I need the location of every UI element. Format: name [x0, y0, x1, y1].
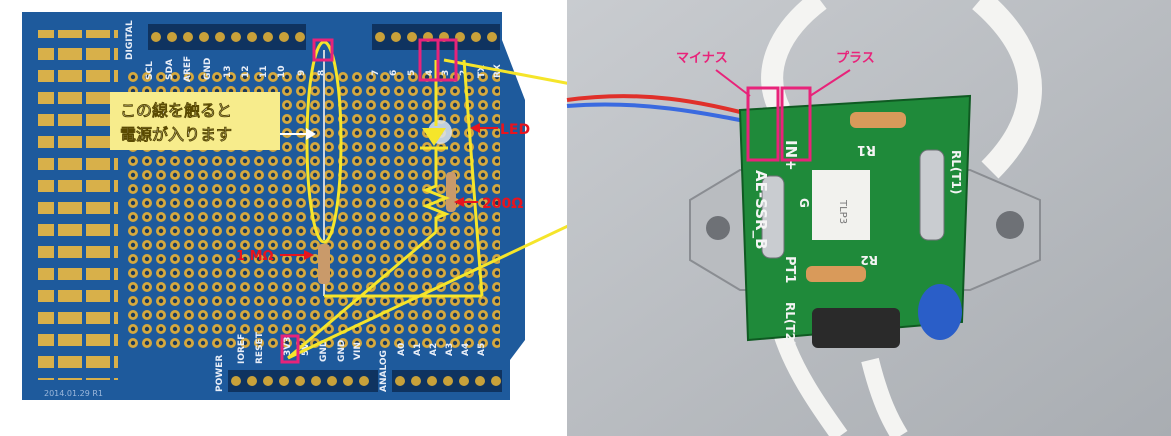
blue-capacitor [918, 284, 962, 340]
svg-text:A4: A4 [461, 343, 471, 356]
svg-text:1 MΩ: 1 MΩ [236, 249, 274, 264]
svg-text:3: 3 [441, 70, 451, 76]
svg-text:SCL: SCL [145, 61, 155, 80]
silk-in: IN+ [782, 140, 800, 171]
top-header [148, 24, 500, 50]
svg-text:200Ω: 200Ω [482, 196, 523, 212]
svg-text:TLP3: TLP3 [837, 199, 848, 224]
resistor-200 [421, 168, 456, 232]
silk-r2: R2 [860, 253, 878, 267]
touch-callout: この線を触ると 電源が入ります [110, 92, 316, 150]
svg-text:A0: A0 [397, 343, 407, 356]
label-200-ohm: 200Ω [454, 196, 523, 212]
svg-text:3V3: 3V3 [283, 337, 293, 357]
cable-bottom [861, 357, 908, 436]
cable-top-right [972, 0, 1042, 179]
silk-pt1: PT1 [782, 256, 797, 283]
svg-text:11: 11 [259, 65, 269, 78]
touch-wire-ellipse [305, 40, 343, 244]
board-footer: 2014.01.29 R1 [44, 389, 103, 398]
svg-text:GND: GND [337, 340, 347, 362]
silk-g: G [797, 198, 811, 208]
plus-label: プラス [809, 51, 875, 97]
svg-text:4: 4 [425, 70, 435, 76]
pad-strip [38, 30, 118, 380]
svg-text:IOREF: IOREF [237, 334, 247, 364]
triac [812, 308, 900, 348]
svg-text:GND: GND [203, 58, 213, 80]
svg-text:TX: TX [477, 65, 487, 78]
silk-rl-t1: RL(T1) [949, 150, 963, 194]
silk-model: AE-SSR_B [752, 170, 770, 250]
right-photo: TLP3 IN+ AE-SSR_B R1 R2 PT1 G RL(T1) RL(… [566, 0, 1171, 436]
svg-text:6: 6 [389, 70, 399, 76]
resistor-r2 [806, 266, 866, 282]
resistor-r1 [850, 112, 906, 128]
analog-label: ANALOG [379, 350, 389, 392]
svg-text:A2: A2 [429, 343, 439, 356]
resistor-1m [318, 244, 330, 284]
svg-text:GND: GND [319, 340, 329, 362]
svg-text:13: 13 [223, 65, 233, 78]
svg-text:SDA: SDA [165, 59, 175, 80]
svg-text:8: 8 [317, 70, 327, 76]
svg-text:LED: LED [500, 122, 530, 138]
svg-text:VIN: VIN [353, 342, 363, 360]
bottom-header [228, 370, 502, 392]
label-1m-ohm: 1 MΩ [236, 249, 314, 264]
svg-text:RESET: RESET [255, 331, 265, 364]
svg-text:A5: A5 [477, 343, 487, 356]
cable-top-left [761, 0, 827, 115]
minus-label: マイナス [676, 51, 751, 97]
input-highlights [746, 86, 812, 162]
svg-text:10: 10 [277, 65, 287, 78]
svg-text:プラス: プラス [836, 51, 875, 66]
mount-hole-left [706, 216, 730, 240]
svg-text:この線を触ると: この線を触ると [120, 101, 232, 120]
power-label: POWER [215, 355, 225, 392]
svg-text:12: 12 [241, 65, 251, 78]
ssr-chip: TLP3 [812, 170, 870, 240]
svg-text:5: 5 [407, 70, 417, 76]
silk-r1: R1 [857, 142, 876, 157]
terminal-left [761, 175, 785, 259]
svg-text:A1: A1 [413, 343, 423, 356]
svg-text:A3: A3 [445, 343, 455, 356]
svg-text:7: 7 [371, 70, 381, 76]
svg-text:電源が入ります: 電源が入ります [120, 125, 232, 144]
svg-text:マイナス: マイナス [676, 51, 728, 66]
led-label: LED [470, 122, 530, 138]
terminal-right [919, 149, 945, 241]
silk-rl-t2: RL(T2) [783, 302, 797, 346]
led-component [420, 120, 452, 150]
left-photo: DIGITAL SCL SDA AREF GND 13 12 11 10 9 8… [22, 12, 781, 400]
digital-label: DIGITAL [125, 20, 135, 60]
svg-text:AREF: AREF [183, 56, 193, 82]
pin-highlights [280, 38, 458, 364]
svg-text:9: 9 [297, 70, 307, 76]
mount-hole-right [996, 211, 1024, 239]
